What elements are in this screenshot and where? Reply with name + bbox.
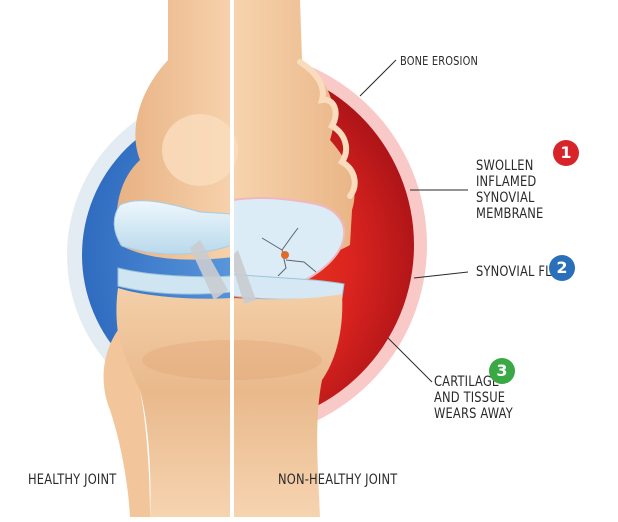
badge-3: 3: [489, 358, 515, 384]
bone-erosion-notches: [297, 59, 358, 199]
badge-2: 2: [549, 255, 575, 281]
femur-bone: [116, 0, 355, 260]
swollen-line-3: SYNOVIAL: [476, 190, 535, 206]
cartilage-label: CARTILAGE AND TISSUE WEARS AWAY: [434, 374, 530, 422]
non-healthy-joint-label: NON-HEALTHY JOINT: [278, 472, 398, 488]
synovial-fluid-label: SYNOVIAL FLUID: [476, 264, 573, 280]
cartilage-line-1: CARTILAGE: [434, 374, 500, 390]
ligament: [190, 240, 228, 300]
fibula-bone: [103, 330, 150, 517]
divider-line: [230, 0, 234, 517]
bone-erosion-label: BONE EROSION: [400, 54, 479, 68]
ligament-2: [230, 250, 256, 304]
leader-lines: [359, 59, 469, 383]
healthy-joint-label: HEALTHY JOINT: [28, 472, 117, 488]
tibia-bone: [116, 288, 343, 517]
crack-center: [281, 251, 289, 259]
swollen-line-1: SWOLLEN: [476, 158, 534, 174]
swollen-line-2: INFLAMED: [476, 174, 537, 190]
swollen-membrane-label: SWOLLEN INFLAMED SYNOVIAL MEMBRANE: [476, 158, 558, 222]
badge-1: 1: [553, 140, 579, 166]
cartilage-line-2: AND TISSUE: [434, 390, 506, 406]
cartilage-line-3: WEARS AWAY: [434, 406, 513, 422]
patella: [162, 114, 238, 186]
swollen-line-4: MEMBRANE: [476, 206, 544, 222]
